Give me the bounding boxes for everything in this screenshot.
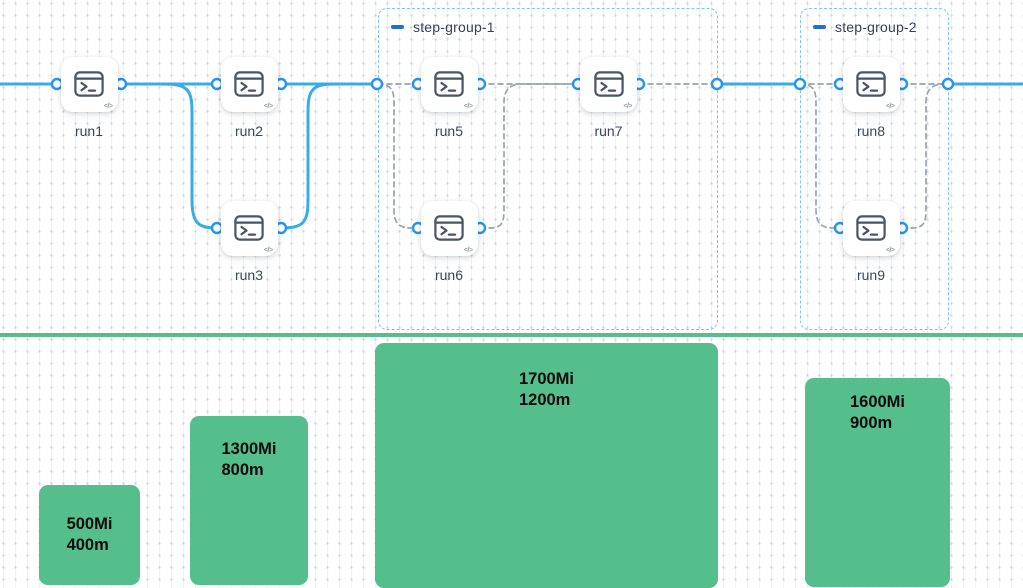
resource-bar: 1300Mi 800m [190,416,308,585]
node-card[interactable]: </> [60,56,118,112]
node-card[interactable]: </> [580,56,637,112]
node-run9: </> run9 [826,200,916,283]
node-label: run3 [234,266,264,283]
node-card[interactable]: </> [842,56,900,112]
terminal-icon [434,215,464,241]
node-label: run2 [234,122,264,139]
code-icon: </> [263,102,273,110]
resource-bar: 1700Mi 1200m [375,343,718,588]
node-label: run9 [856,266,886,283]
node-run8: </> run8 [826,56,916,139]
edge-run9-group2-exit [901,83,949,229]
step-group-2-header: step-group-2 [813,19,917,35]
divider-line [0,333,1023,337]
node-card[interactable]: </> [420,200,478,256]
code-icon: </> [463,102,473,110]
node-card[interactable]: </> [842,200,900,256]
node-run5: </> run5 [404,56,494,139]
resource-bar-label: 500Mi 400m [66,515,113,554]
step-group-1-box[interactable]: step-group-1 [378,8,718,330]
edge-run3-group1 [279,82,380,230]
node-run6: </> run6 [404,200,494,283]
node-label: run6 [434,266,464,283]
resource-bar-label: 1300Mi 800m [221,440,277,479]
step-group-title: step-group-2 [835,19,917,35]
edge-run6-run7 [479,83,579,229]
code-icon: </> [463,246,473,254]
resource-bar: 500Mi 400m [39,485,140,585]
step-group-2-box[interactable]: step-group-2 [800,8,949,330]
terminal-icon [234,215,264,241]
collapse-minus-icon[interactable] [813,25,826,29]
terminal-icon [434,71,464,97]
port[interactable] [941,77,955,91]
code-icon: </> [885,246,895,254]
terminal-icon [593,71,624,97]
node-label: run1 [74,122,104,139]
node-card[interactable]: </> [220,56,278,112]
edge-group2-run9 [799,83,841,229]
resource-bar-label: 1600Mi 900m [849,393,906,432]
code-icon: </> [623,102,632,110]
terminal-icon [234,71,264,97]
resource-bar-label: 1700Mi 1200m [518,370,575,409]
node-run2: </> run2 [204,56,294,139]
code-icon: </> [263,246,273,254]
node-run7: </> run7 [564,56,654,139]
code-icon: </> [103,102,113,110]
edge-run1-run3 [119,82,219,230]
port[interactable] [370,77,384,91]
port[interactable] [710,77,724,91]
node-label: run7 [594,122,623,139]
step-group-1-header: step-group-1 [391,19,495,35]
node-run3: </> run3 [204,200,294,283]
terminal-icon [74,71,104,97]
node-run1: </> run1 [44,56,134,139]
code-icon: </> [885,102,895,110]
edge-group1-run6 [377,83,419,229]
node-label: run8 [856,122,886,139]
collapse-minus-icon[interactable] [391,25,404,29]
node-card[interactable]: </> [220,200,278,256]
port[interactable] [793,77,807,91]
node-label: run5 [434,122,464,139]
terminal-icon [856,215,886,241]
step-group-title: step-group-1 [413,19,495,35]
node-card[interactable]: </> [420,56,478,112]
resource-bar: 1600Mi 900m [805,378,950,587]
terminal-icon [856,71,886,97]
